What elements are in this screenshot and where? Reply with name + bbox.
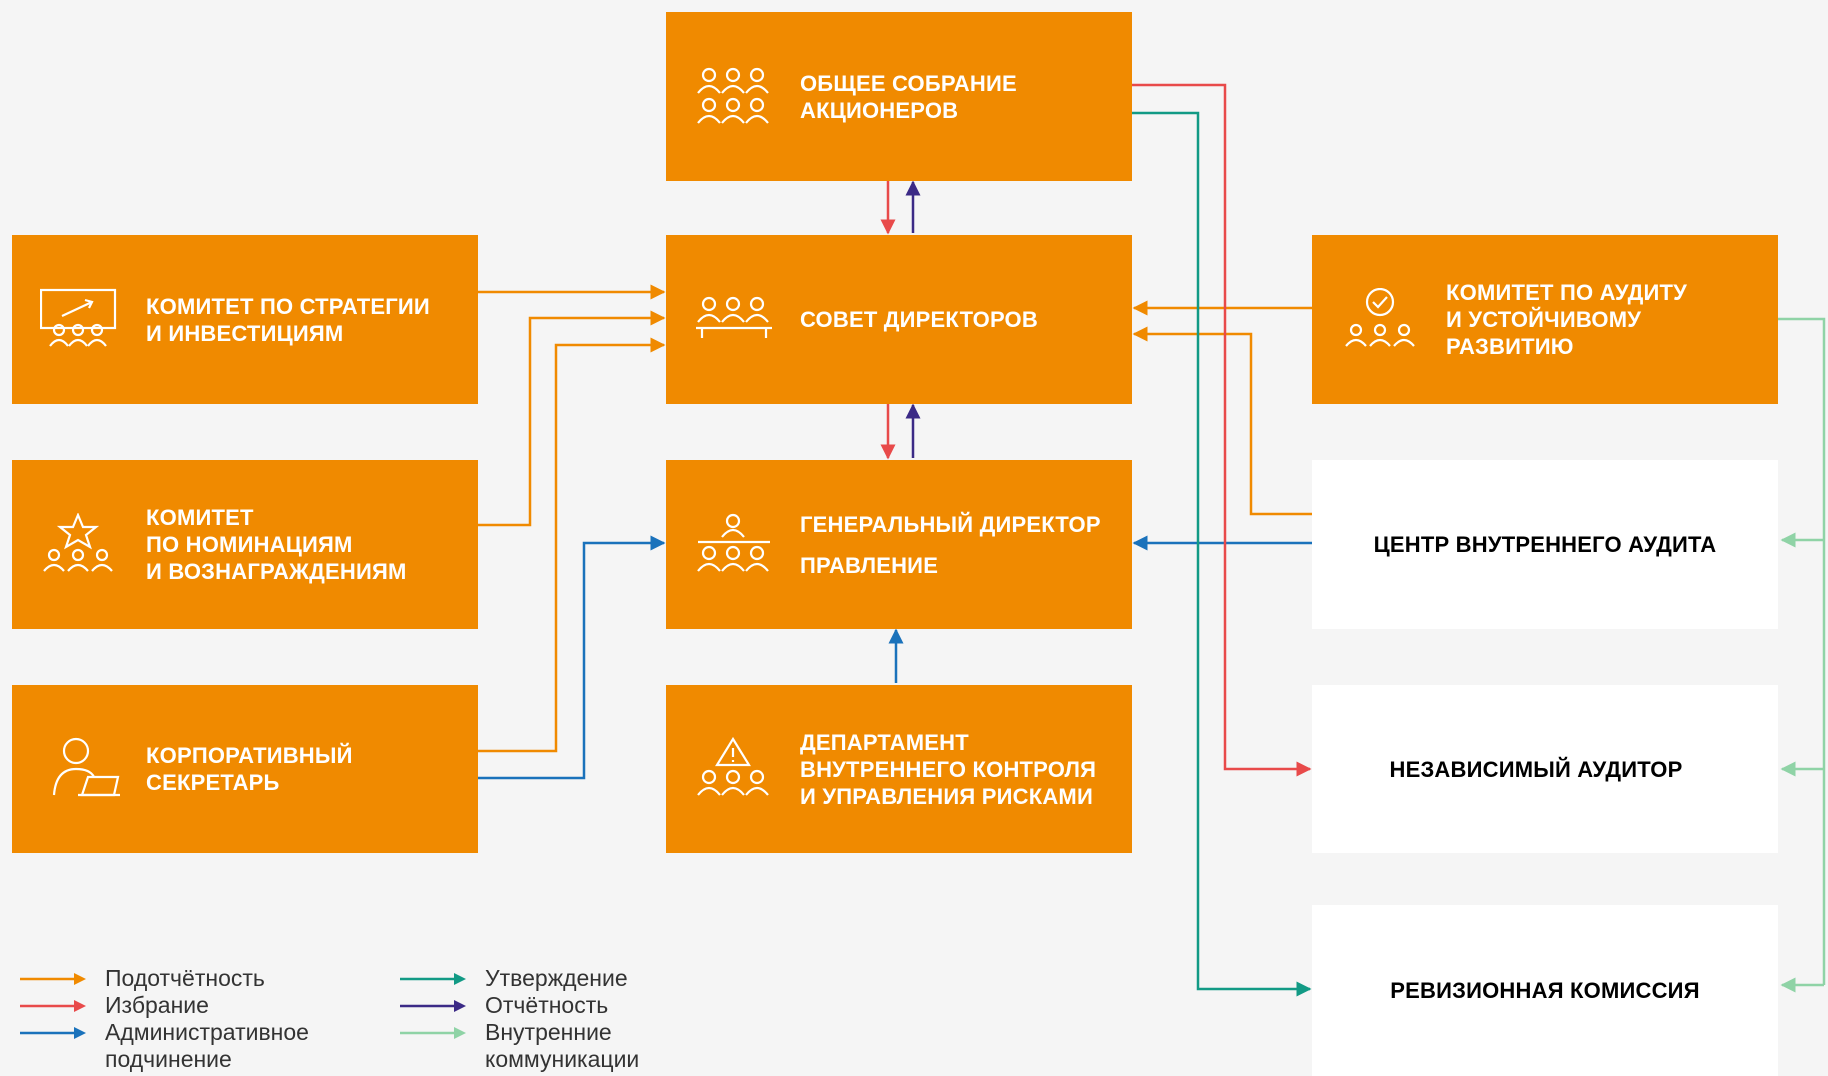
node-label: ГЕНЕРАЛЬНЫЙ ДИРЕКТОР ПРАВЛЕНИЕ [800,511,1101,578]
node-label: СОВЕТ ДИРЕКТОРОВ [800,307,1038,332]
presentation-chart-icon [40,288,118,352]
legend-arrow-icon [400,1000,466,1012]
arrow-accountability-nominations-board [478,310,666,527]
warning-group-icon [696,737,774,801]
node-nominations-committee: КОМИТЕТ ПО НОМИНАЦИЯМ И ВОЗНАГРАЖДЕНИЯМ [12,460,478,629]
node-revision-commission: РЕВИЗИОННАЯ КОМИССИЯ [1312,905,1778,1076]
node-strategy-committee: КОМИТЕТ ПО СТРАТЕГИИ И ИНВЕСТИЦИЯМ [12,235,478,404]
people-group-icon [696,65,774,129]
legend-arrow-icon [20,973,86,985]
star-group-icon [40,512,118,577]
node-label: ОБЩЕЕ СОБРАНИЕ АКЦИОНЕРОВ [800,70,1017,123]
node-ceo: ГЕНЕРАЛЬНЫЙ ДИРЕКТОР ПРАВЛЕНИЕ [666,460,1132,629]
legend-arrow-icon [20,1027,86,1039]
node-internal-audit-center: ЦЕНТР ВНУТРЕННЕГО АУДИТА [1312,460,1778,629]
legend-arrow-icon [400,1027,466,1039]
legend: Подотчётность Избрание Административное … [20,965,720,1076]
node-independent-auditor: НЕЗАВИСИМЫЙ АУДИТОР [1312,685,1778,853]
node-risk-department: ДЕПАРТАМЕНТ ВНУТРЕННЕГО КОНТРОЛЯ И УПРАВ… [666,685,1132,853]
node-audit-committee: КОМИТЕТ ПО АУДИТУ И УСТОЙЧИВОМУ РАЗВИТИЮ [1312,235,1778,404]
leader-group-icon [696,513,774,577]
node-label: КОМИТЕТ ПО СТРАТЕГИИ И ИНВЕСТИЦИЯМ [146,293,430,346]
legend-arrow-icon [400,973,466,985]
check-group-icon [1342,287,1420,352]
arrow-admin-secretary-ceo [478,535,666,780]
node-label: НЕЗАВИСИМЫЙ АУДИТОР [1389,756,1683,782]
node-label: КОРПОРАТИВНЫЙ СЕКРЕТАРЬ [146,743,353,795]
board-table-icon [696,288,774,352]
node-label: РЕВИЗИОННАЯ КОМИССИЯ [1390,978,1700,1003]
node-corporate-secretary: КОРПОРАТИВНЫЙ СЕКРЕТАРЬ [12,685,478,853]
node-label: КОМИТЕТ ПО АУДИТУ И УСТОЙЧИВОМУ РАЗВИТИЮ [1446,280,1688,359]
node-shareholders: ОБЩЕЕ СОБРАНИЕ АКЦИОНЕРОВ [666,12,1132,181]
node-label: ДЕПАРТАМЕНТ ВНУТРЕННЕГО КОНТРОЛЯ И УПРАВ… [800,729,1097,809]
arrow-accountability-secretary-board [478,337,666,753]
legend-arrow-icon [20,1000,86,1012]
node-label: ЦЕНТР ВНУТРЕННЕГО АУДИТА [1373,532,1717,557]
node-board: СОВЕТ ДИРЕКТОРОВ [666,235,1132,404]
arrow-election-shareholders-auditor [1132,83,1312,777]
person-laptop-icon [50,737,128,801]
arrow-internal-comm-bus [1778,317,1826,985]
node-label: КОМИТЕТ ПО НОМИНАЦИЯМ И ВОЗНАГРАЖДЕНИЯМ [146,505,407,584]
arrow-approval-shareholders-revision [1132,111,1312,997]
arrow-accountability-internal-audit-board [1132,326,1312,516]
